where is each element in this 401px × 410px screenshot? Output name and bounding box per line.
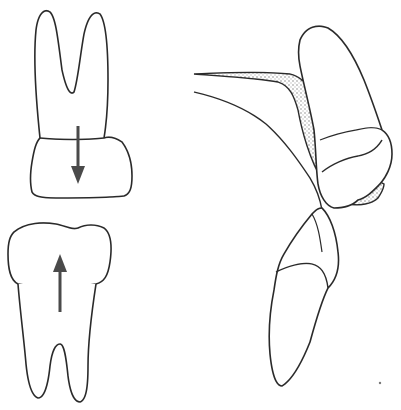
speck-mark [379, 382, 381, 384]
lower-incisor [269, 208, 338, 386]
upper-molar-roots [35, 11, 108, 138]
upper-incisor [299, 26, 393, 208]
lower-molar-roots [18, 284, 96, 402]
lower-molar-icon [8, 223, 111, 402]
upper-incisor-icon [299, 26, 393, 208]
lower-incisor-icon [269, 208, 338, 386]
